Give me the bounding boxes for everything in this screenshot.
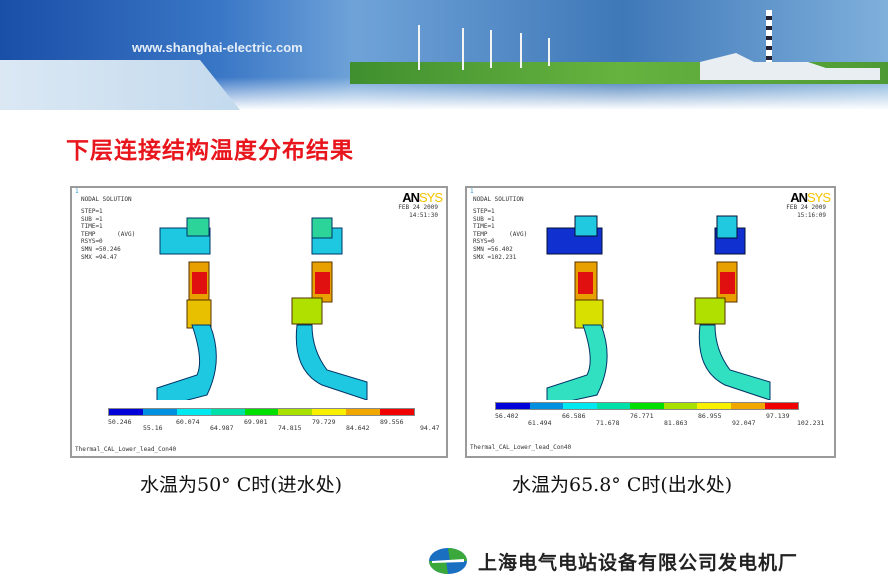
legend-tick: 71.678 [596, 419, 620, 427]
legend-tick: 66.586 [562, 412, 586, 420]
header-banner: www.shanghai-electric.com [0, 0, 888, 110]
legend-tick: 69.901 [244, 418, 268, 426]
ansys-logo: ANSYS [402, 190, 443, 205]
plot-footer: Thermal_CAL_Lower_lead_Con40 [75, 446, 177, 453]
plot-header: NODAL SOLUTION [81, 196, 132, 203]
legend-tick: 56.402 [495, 412, 519, 420]
plot-header: NODAL SOLUTION [473, 196, 524, 203]
legend-tick: 61.494 [528, 419, 552, 427]
color-legend [495, 402, 799, 410]
fea-model-left [156, 217, 368, 400]
shanghai-electric-logo-icon [429, 548, 467, 574]
legend-tick: 102.231 [797, 419, 825, 427]
caption-right: 水温为65.8° C时(出水处) [512, 474, 733, 496]
legend-tick: 89.556 [380, 418, 404, 426]
legend-tick: 55.16 [143, 424, 163, 432]
company-footer: 上海电气电站设备有限公司发电机厂 [428, 547, 798, 575]
plot-footer: Thermal_CAL_Lower_lead_Con40 [470, 444, 572, 451]
legend-tick: 64.987 [210, 424, 234, 432]
color-legend [108, 408, 415, 416]
legend-tick: 92.047 [732, 419, 756, 427]
caption-left: 水温为50° C时(进水处) [140, 474, 343, 496]
ansys-logo: ANSYS [790, 190, 831, 205]
fea-model-right [546, 215, 771, 400]
legend-tick: 50.246 [108, 418, 132, 426]
legend-tick: 86.955 [698, 412, 722, 420]
legend-tick: 76.771 [630, 412, 654, 420]
legend-tick: 94.47 [420, 424, 440, 432]
company-name: 上海电气电站设备有限公司发电机厂 [478, 551, 799, 574]
legend-tick: 84.642 [346, 424, 370, 432]
legend-tick: 79.729 [312, 418, 336, 426]
window-index: 1 [470, 188, 474, 195]
legend-tick: 74.815 [278, 424, 302, 432]
slide-title: 下层连接结构温度分布结果 [66, 138, 354, 164]
legend-tick: 60.074 [176, 418, 200, 426]
window-index: 1 [75, 188, 79, 195]
legend-tick: 81.863 [664, 419, 688, 427]
chimney-image [766, 10, 772, 72]
banner-decoration [0, 60, 240, 110]
website-url[interactable]: www.shanghai-electric.com [132, 40, 303, 55]
legend-tick: 97.139 [766, 412, 790, 420]
